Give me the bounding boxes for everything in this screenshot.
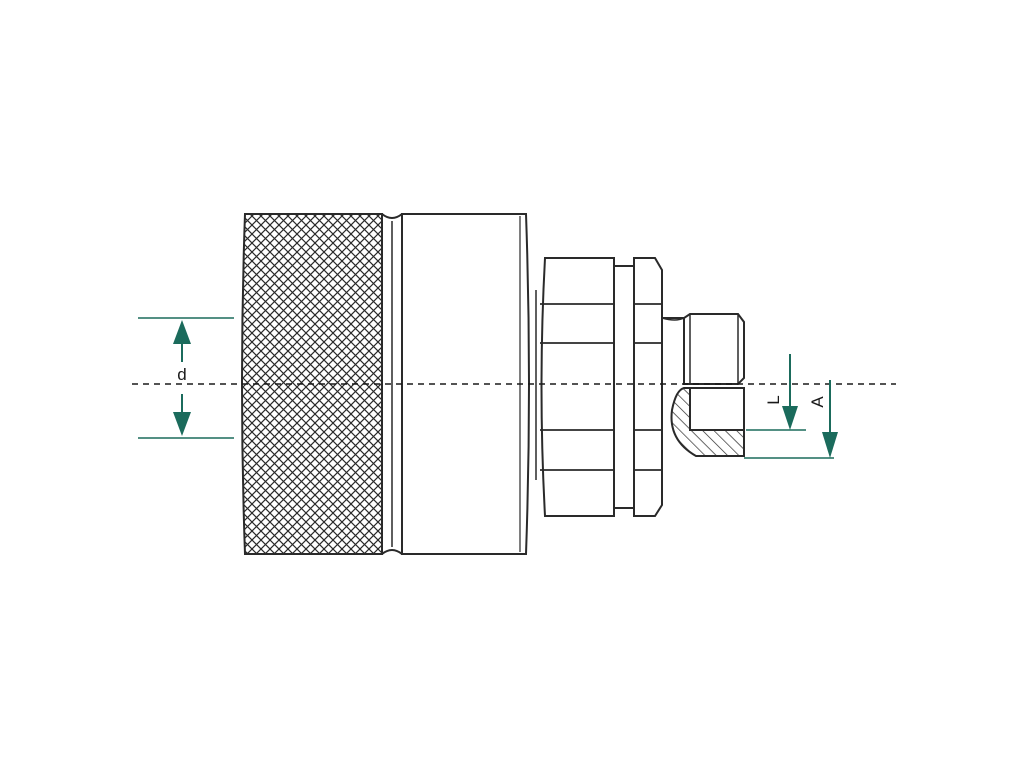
label-d: d: [177, 365, 186, 384]
hex-nut: [536, 258, 614, 516]
arrow-down-icon: [173, 412, 191, 436]
dimension-d: d: [138, 318, 234, 438]
arrow-down-icon: [782, 406, 798, 430]
threaded-port: [662, 314, 744, 456]
dimension-l: L: [746, 354, 806, 430]
label-a: A: [808, 396, 827, 408]
flange: [634, 258, 662, 516]
arrow-down-icon: [822, 432, 838, 458]
arrow-up-icon: [173, 320, 191, 344]
label-l: L: [764, 395, 783, 404]
washer-ring: [614, 266, 634, 508]
